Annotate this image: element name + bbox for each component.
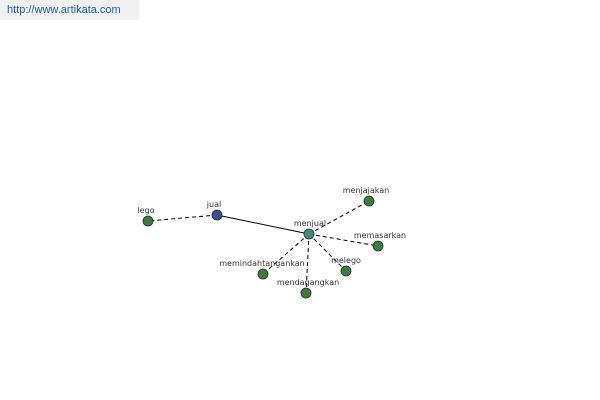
node-label-memasarkan: memasarkan bbox=[354, 231, 406, 240]
node-dot-mendagangkan[interactable] bbox=[300, 287, 312, 299]
node-mendagangkan[interactable]: mendagangkan bbox=[277, 278, 339, 299]
edges-layer bbox=[147, 200, 379, 294]
node-dot-memasarkan[interactable] bbox=[372, 240, 384, 252]
node-lego[interactable]: lego bbox=[137, 206, 155, 227]
source-url-banner[interactable]: http://www.artikata.com bbox=[0, 0, 139, 20]
node-label-memindahtangankan: memindahtangankan bbox=[219, 259, 304, 268]
node-dot-lego[interactable] bbox=[142, 215, 154, 227]
edge-menjual-mendagangkan bbox=[305, 233, 310, 294]
edge-jual-lego bbox=[147, 214, 218, 222]
node-dot-jual[interactable] bbox=[211, 209, 223, 221]
node-memindahtangankan[interactable]: memindahtangankan bbox=[219, 259, 305, 280]
node-jual[interactable]: jual bbox=[206, 200, 223, 221]
node-label-lego: lego bbox=[137, 206, 154, 215]
node-label-menjajakan: menjajakan bbox=[343, 186, 390, 195]
edge-menjual-memindahtangankan bbox=[262, 233, 310, 275]
node-menjajakan[interactable]: menjajakan bbox=[343, 186, 390, 207]
edge-menjual-menjajakan bbox=[308, 200, 370, 235]
node-dot-melego[interactable] bbox=[340, 265, 352, 277]
node-dot-menjual[interactable] bbox=[303, 228, 315, 240]
edge-menjual-memasarkan bbox=[308, 233, 379, 247]
node-melego[interactable]: melego bbox=[331, 256, 361, 277]
node-dot-memindahtangankan[interactable] bbox=[257, 268, 269, 280]
node-label-jual: jual bbox=[206, 200, 221, 209]
node-menjual[interactable]: menjual bbox=[294, 219, 326, 240]
node-label-menjual: menjual bbox=[294, 219, 326, 228]
node-memasarkan[interactable]: memasarkan bbox=[354, 231, 406, 252]
node-label-melego: melego bbox=[331, 256, 361, 265]
node-dot-menjajakan[interactable] bbox=[363, 195, 375, 207]
node-label-mendagangkan: mendagangkan bbox=[277, 278, 339, 287]
edge-jual-menjual bbox=[216, 214, 310, 235]
edge-menjual-melego bbox=[308, 233, 347, 272]
nodes-layer: jual menjual lego menjajakan memasarkan meleg… bbox=[137, 186, 406, 299]
